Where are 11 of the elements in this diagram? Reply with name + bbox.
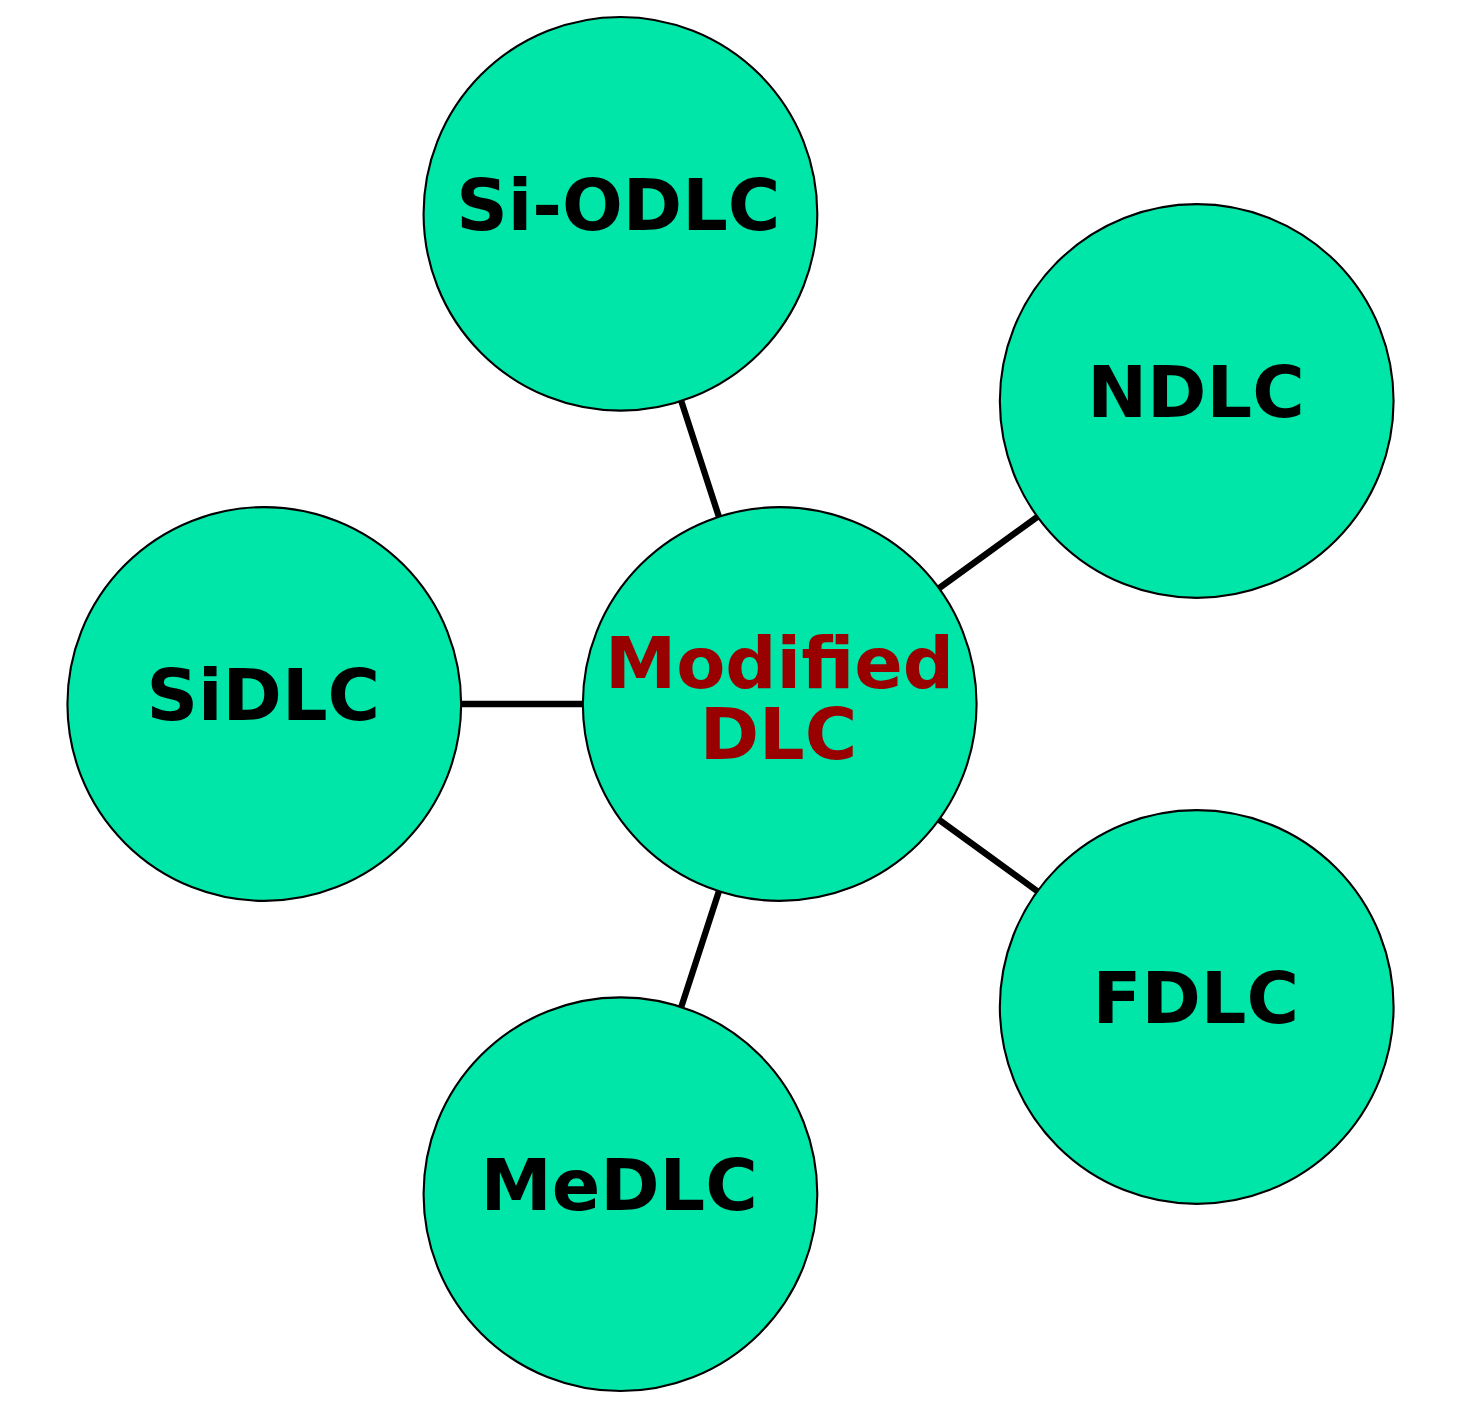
connector bbox=[677, 400, 722, 518]
connector bbox=[460, 700, 583, 708]
node-circle: NDLC bbox=[998, 203, 1395, 599]
node-circle: Si-ODLC bbox=[422, 15, 818, 412]
connector bbox=[936, 514, 1039, 591]
node-circle: Modified DLC bbox=[581, 506, 978, 902]
node-circle: FDLC bbox=[998, 809, 1395, 1205]
node-circle: SiDLC bbox=[65, 506, 462, 902]
connector bbox=[677, 890, 722, 1008]
node-circle: MeDLC bbox=[422, 996, 818, 1393]
connector bbox=[936, 817, 1039, 894]
